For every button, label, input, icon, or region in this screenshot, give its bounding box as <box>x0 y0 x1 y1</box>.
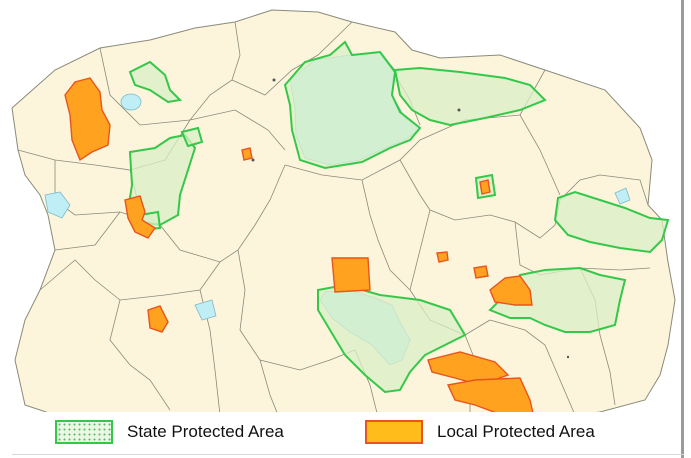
local-area-small-3 <box>473 265 489 279</box>
legend-item-state: State Protected Area <box>55 420 284 444</box>
state-protected-swatch <box>55 420 113 444</box>
local-area-sw <box>147 305 169 333</box>
local-area-east <box>489 275 533 306</box>
bottom-frame-edge <box>12 454 684 455</box>
right-frame-edge <box>681 0 684 458</box>
legend-local-label: Local Protected Area <box>437 422 595 441</box>
local-area-nw <box>64 77 111 162</box>
map-legend: State Protected Area Local Protected Are… <box>40 412 660 452</box>
city-markers <box>251 78 570 359</box>
state-area-east <box>553 190 670 254</box>
local-area-small-2 <box>436 251 449 263</box>
local-protected-swatch <box>365 420 423 444</box>
state-area-lake-south <box>317 283 467 394</box>
state-area-lake-north <box>283 40 422 170</box>
state-area-north-east <box>393 66 547 127</box>
state-area-small-west <box>180 126 204 148</box>
legend-state-label: State Protected Area <box>127 422 284 441</box>
local-area-center <box>331 257 371 293</box>
local-area-small-1 <box>241 147 253 161</box>
local-area-striped-inner <box>479 179 491 195</box>
local-protected-areas <box>64 77 536 423</box>
state-protected-areas <box>126 40 670 394</box>
local-area-west <box>124 195 156 239</box>
land-base <box>11 9 676 429</box>
legend-item-local: Local Protected Area <box>365 420 595 444</box>
state-area-nw <box>128 60 183 104</box>
